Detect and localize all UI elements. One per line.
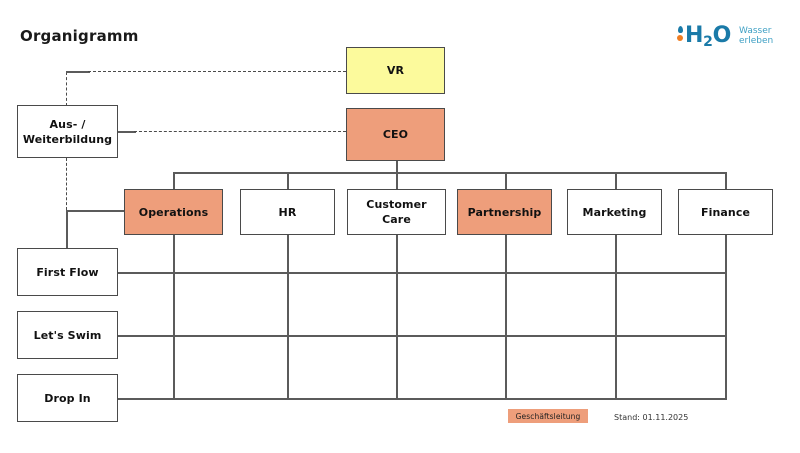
connector-vr-bus-left-stub — [66, 71, 90, 73]
logo-wordmark-o: O — [712, 23, 732, 48]
node-training-label-line1: Aus- / — [49, 117, 86, 131]
connector-department-stem-customer-care — [396, 172, 398, 189]
node-department-hr[interactable]: HR — [240, 189, 335, 235]
legend-chip-geschaeftsleitung: Geschäftsleitung — [508, 409, 588, 423]
grid-row-first-flow — [118, 272, 727, 274]
grid-column-finance — [725, 234, 727, 399]
connector-vr-dashed — [88, 71, 346, 72]
connector-department-bus — [173, 172, 726, 174]
grid-row-drop-in — [118, 398, 727, 400]
logo-tagline-line1: Wasser — [739, 26, 772, 36]
connector-spine-to-operations — [66, 210, 124, 212]
connector-ceo-left-stub — [118, 131, 136, 133]
node-ceo[interactable]: CEO — [346, 108, 445, 161]
connector-department-stem-partnership — [505, 172, 507, 189]
node-program-lets-swim[interactable]: Let's Swim — [17, 311, 118, 359]
grid-column-partnership — [505, 234, 507, 399]
connector-department-stem-operations — [173, 172, 175, 189]
logo-wordmark: H2O — [685, 23, 732, 50]
drop-blue-icon — [678, 26, 683, 33]
node-department-customer-care[interactable]: Customer Care — [347, 189, 446, 235]
logo-wordmark-2: 2 — [703, 34, 713, 50]
grid-column-operations — [173, 234, 175, 399]
node-department-partnership[interactable]: Partnership — [457, 189, 552, 235]
node-department-marketing[interactable]: Marketing — [567, 189, 662, 235]
legend-date: Stand: 01.11.2025 — [614, 413, 689, 422]
grid-column-hr — [287, 234, 289, 399]
logo-wordmark-h: H — [685, 23, 704, 48]
connector-left-spine — [66, 210, 68, 248]
connector-ceo-dashed — [134, 131, 346, 132]
connector-department-stem-finance — [725, 172, 727, 189]
node-department-finance[interactable]: Finance — [678, 189, 773, 235]
grid-row-lets-swim — [118, 335, 727, 337]
logo-tagline: Wasser erleben — [739, 26, 773, 46]
node-vr[interactable]: VR — [346, 47, 445, 94]
page-title: Organigramm — [20, 27, 139, 45]
connector-department-stem-hr — [287, 172, 289, 189]
connector-training-down-dashed — [66, 158, 67, 210]
logo: H2O Wasser erleben — [676, 24, 780, 54]
node-training-label-line2: Weiterbildung — [22, 132, 113, 146]
drop-orange-icon — [677, 35, 683, 41]
node-program-drop-in[interactable]: Drop In — [17, 374, 118, 422]
water-drop-icon — [676, 26, 686, 44]
node-program-first-flow[interactable]: First Flow — [17, 248, 118, 296]
connector-training-up-dashed — [66, 72, 67, 106]
logo-tagline-line2: erleben — [739, 36, 774, 46]
connector-department-stem-marketing — [615, 172, 617, 189]
node-training[interactable]: Aus- / Weiterbildung — [17, 105, 118, 158]
node-department-operations[interactable]: Operations — [124, 189, 223, 235]
grid-column-customer-care — [396, 234, 398, 399]
grid-column-marketing — [615, 234, 617, 399]
